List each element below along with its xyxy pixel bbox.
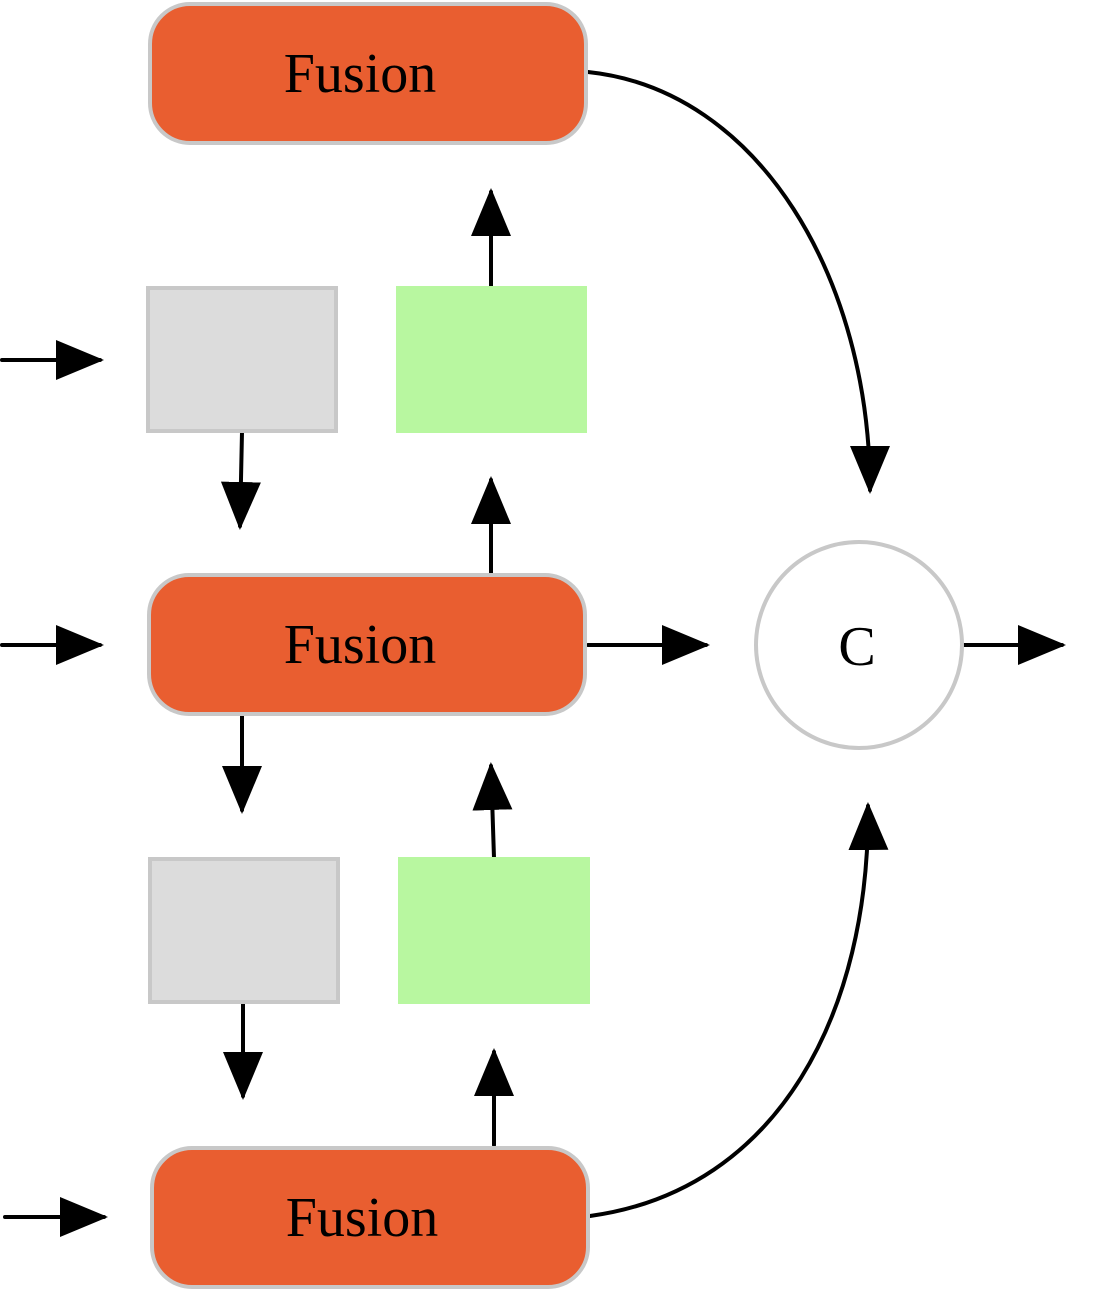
- fusion-middle-label: Fusion: [284, 614, 437, 676]
- fusion-top-label: Fusion: [284, 43, 437, 105]
- concat-node: C: [754, 540, 964, 750]
- green-block-upper: [396, 286, 587, 433]
- edges: [0, 70, 1066, 1237]
- fusion-bottom-label: Fusion: [286, 1187, 439, 1249]
- green-block-lower: [398, 857, 590, 1004]
- fusion-block-bottom: Fusion: [150, 1146, 590, 1289]
- fusion-block-top: Fusion: [148, 2, 588, 145]
- edge-green-lower-to-fusion-middle: [472, 762, 513, 860]
- edge-gray-upper-to-fusion-middle: [220, 430, 261, 530]
- gray-block-lower: [148, 857, 340, 1004]
- edge-fusion-bottom-to-concat: [588, 802, 889, 1218]
- concat-label: C: [838, 616, 875, 678]
- edge-fusion-top-to-concat: [586, 70, 890, 494]
- fusion-block-middle: Fusion: [147, 573, 587, 716]
- gray-block-upper: [146, 286, 338, 433]
